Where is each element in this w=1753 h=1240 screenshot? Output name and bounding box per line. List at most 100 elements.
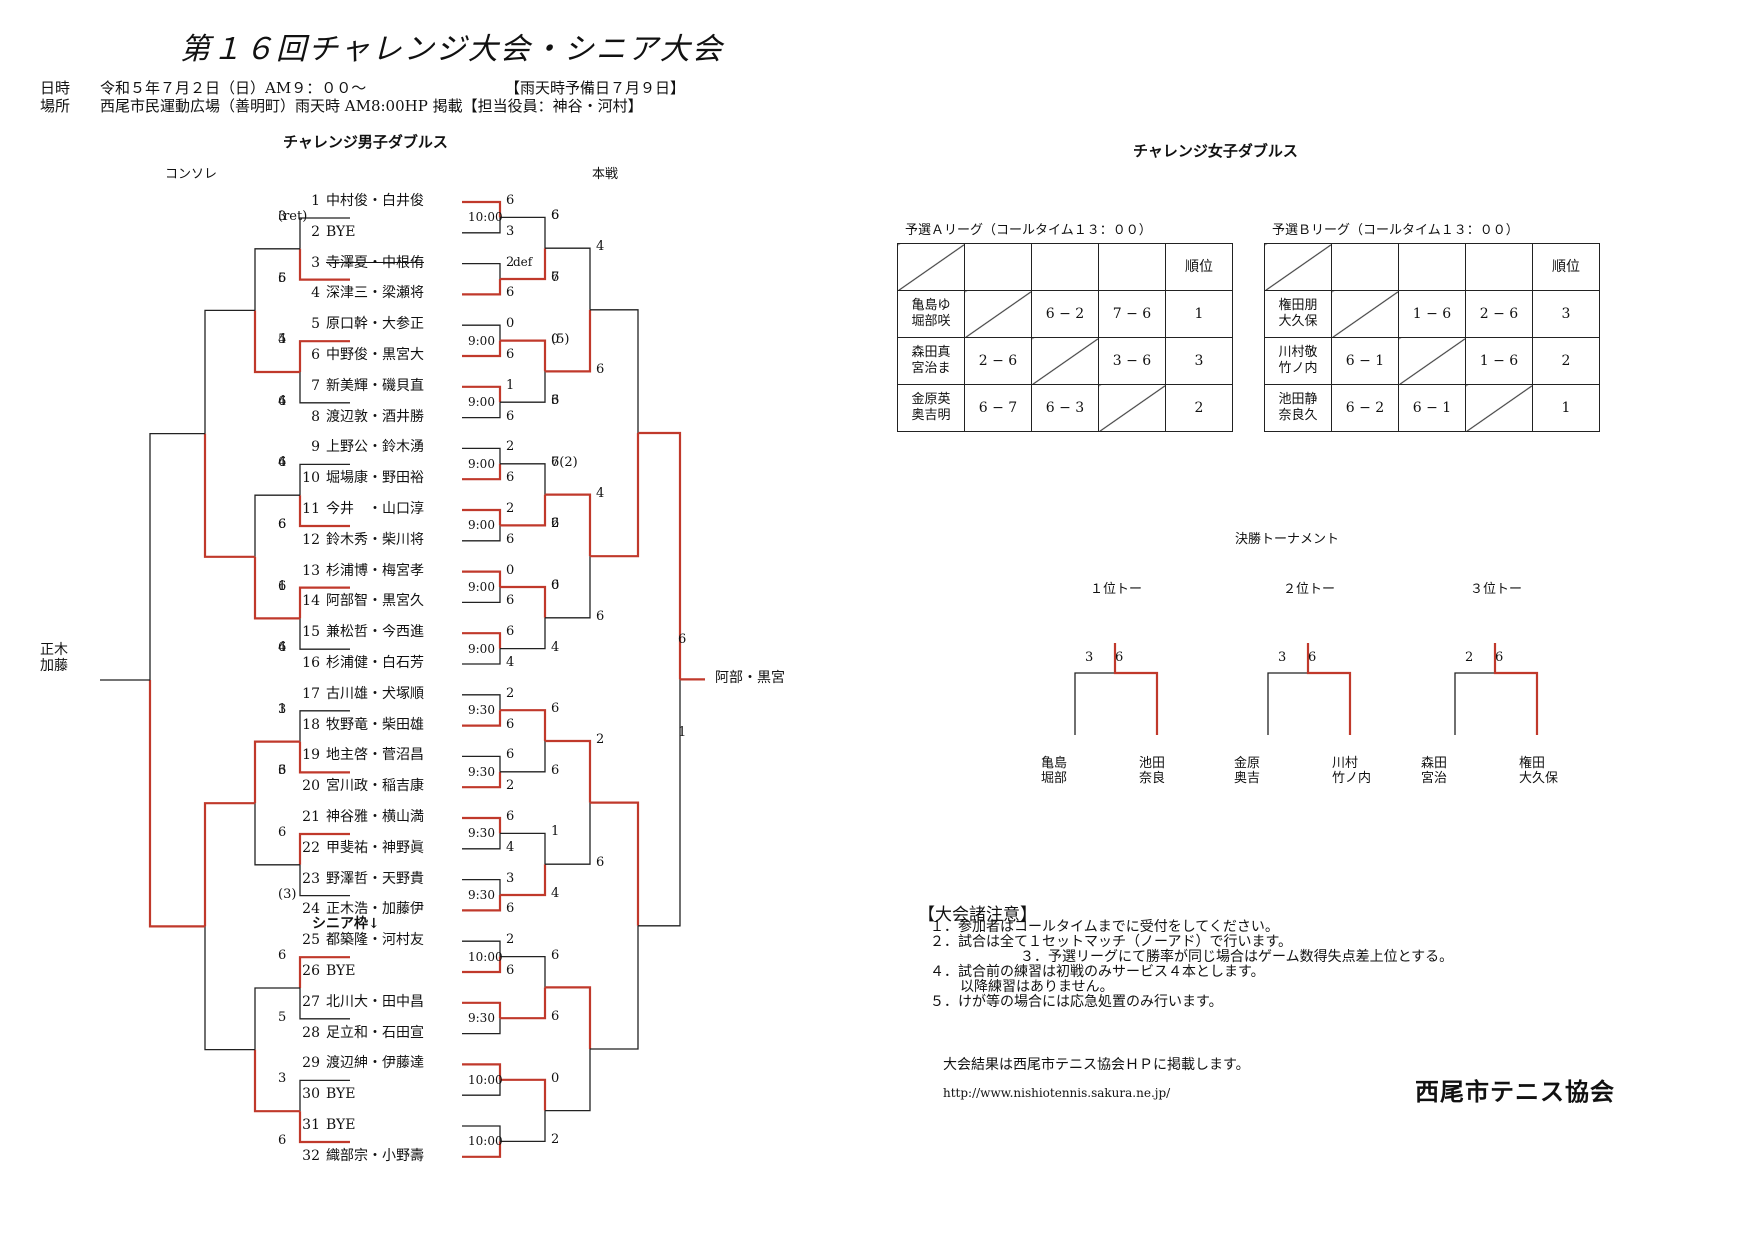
finals-group-label: ２位トー <box>1283 582 1336 597</box>
player-name: 古川雄・犬塚順 <box>326 685 424 702</box>
player-name: 阿部智・黒宮久 <box>326 593 424 610</box>
player-seed: 32 <box>302 1147 320 1164</box>
player-seed: 5 <box>311 316 320 333</box>
consolation-score: 6 <box>278 825 287 840</box>
r1-top-line <box>462 262 501 279</box>
page-title: 第１６回チャレンジ大会・シニア大会 <box>180 32 724 67</box>
r1-score: 6 <box>506 593 515 609</box>
r1-top-line <box>462 1001 502 1019</box>
r1-score: 6 <box>506 531 515 547</box>
r2-score: 3 <box>551 393 560 409</box>
r2-score: 0 <box>551 1070 560 1086</box>
consolation-score: 5 <box>278 332 287 348</box>
r1-score: 6 <box>506 408 515 424</box>
league-a-cell <box>964 290 1032 338</box>
league-a-team: 森田真宮治ま <box>897 337 965 385</box>
player-name: 野澤哲・天野貴 <box>326 870 424 887</box>
league-a-cell <box>1098 384 1166 432</box>
r1-bottom-line <box>462 648 501 665</box>
r2-score: 7(2) <box>551 454 578 470</box>
finals-left-team: 森田 <box>1421 756 1448 771</box>
league-a-team: 金原英奥吉明 <box>897 384 965 432</box>
finals-left-score: 3 <box>1278 650 1287 665</box>
match-time: 9:30 <box>468 1011 495 1026</box>
cons-r1-bottom-line <box>298 248 350 281</box>
finals-left-score: 3 <box>1085 650 1094 665</box>
r1-score: 6 <box>506 470 515 486</box>
league-b-rank-header: 順位 <box>1532 243 1600 291</box>
match-time: 10:00 <box>468 1134 503 1149</box>
consolation-score: 4 <box>278 455 287 471</box>
r4-top-line <box>590 801 640 926</box>
cons-r2-bottom-line <box>253 1049 300 1113</box>
league-b-head <box>1398 243 1466 291</box>
league-a-cell: 6 − 3 <box>1031 384 1099 432</box>
cons-r1-bottom-line <box>298 1111 350 1144</box>
consolation-score: 1 <box>278 578 287 594</box>
cons-r3-top-line <box>203 802 255 927</box>
player-name: 正木浩・加藤伊 <box>326 901 424 918</box>
final-top-line <box>638 431 682 680</box>
player-name: 今井 ・山口淳 <box>326 501 424 517</box>
player-name: 織部宗・小野壽 <box>326 1147 424 1164</box>
player-seed: 23 <box>302 870 320 887</box>
r1-top-line <box>462 1063 502 1080</box>
player-name: 杉浦健・白石芳 <box>326 655 424 671</box>
league-b-corner <box>1264 243 1332 291</box>
r2-bottom-line <box>500 494 547 527</box>
place-label: 場所 <box>40 97 71 115</box>
r1-score: 0 <box>506 562 515 578</box>
r1-score: 6 <box>506 285 515 301</box>
player-name: 原口幹・大参正 <box>326 316 424 333</box>
cons-r1-top-line <box>298 340 350 372</box>
league-a-rank-header: 順位 <box>1165 243 1233 291</box>
league-a-rank: 3 <box>1165 337 1233 385</box>
r1-top-line <box>462 755 501 772</box>
r1-top-line <box>462 878 501 895</box>
finals-right-team: 奈良 <box>1139 771 1166 786</box>
r1-top-line <box>462 694 501 711</box>
r3-score: 4 <box>596 485 605 501</box>
cons-r2-bottom-line <box>253 310 300 374</box>
consolation-score: 4 <box>278 332 287 348</box>
player-seed: 22 <box>302 839 320 856</box>
cons-r1-top-line <box>299 463 350 496</box>
league-a-team: 亀島ゆ堀部咲 <box>897 290 965 338</box>
cons-r1-bottom-line <box>298 495 350 528</box>
player-seed: 11 <box>302 501 320 517</box>
mens-winner: 阿部・黒宮 <box>715 670 785 686</box>
cons-r1-top-line <box>299 1079 350 1112</box>
player-name: 新美輝・磯貝直 <box>326 377 424 394</box>
consolation-score: 5 <box>278 1009 287 1025</box>
r3-bottom-line <box>545 1049 591 1112</box>
final-score: 6 <box>678 632 687 647</box>
r2-score: 4 <box>551 886 560 901</box>
r1-score: 3 <box>506 223 515 239</box>
consolation-score: 3 <box>278 701 287 717</box>
association-url-link[interactable]: http://www.nishiotennis.sakura.ne.jp/ <box>943 1086 1171 1100</box>
match-time: 9:00 <box>468 518 495 533</box>
r3-score: 6 <box>596 608 605 624</box>
cons-r1-bottom-line <box>298 741 350 774</box>
finals-right-team: 川村 <box>1332 756 1359 771</box>
consolation-score: 6 <box>278 640 287 656</box>
r1-score: 6 <box>506 624 515 640</box>
r1-score: 6 <box>506 963 515 978</box>
consolation-score: 3 <box>278 209 287 224</box>
player-seed: 15 <box>302 624 320 641</box>
notes-title: 【大会諸注意】 <box>918 905 1037 925</box>
r1-top-line <box>462 447 501 464</box>
player-seed: 19 <box>302 747 320 764</box>
finals-right-line <box>1493 643 1539 735</box>
league-b-rank: 3 <box>1532 290 1600 338</box>
r1-bottom-line <box>462 279 502 296</box>
cons-r1-top-line <box>298 956 350 988</box>
cons-r1-bottom-line <box>299 988 350 1020</box>
r2-bottom-line <box>500 248 547 281</box>
player-seed: 27 <box>302 993 320 1010</box>
player-name: 都築隆・河村友 <box>326 932 424 949</box>
consolation-score: 6 <box>278 948 287 964</box>
cons-r2-top-line <box>254 987 300 1050</box>
r2-score: 6 <box>551 947 560 963</box>
